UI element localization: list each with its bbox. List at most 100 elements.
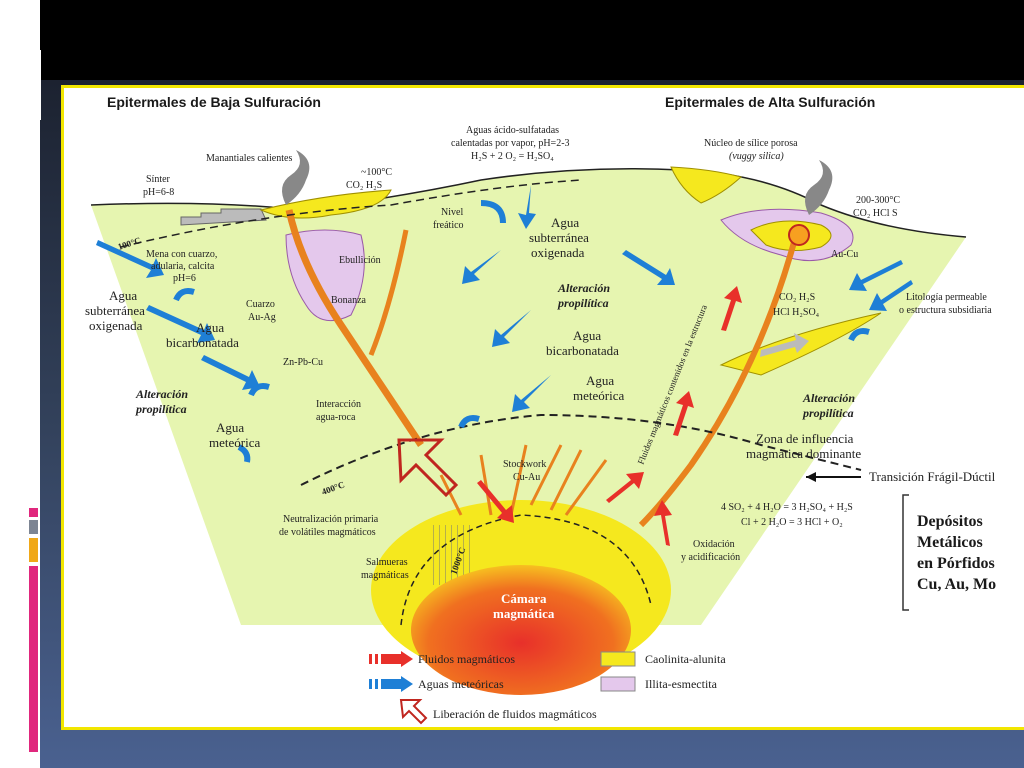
label-agua-sub-left-1: Agua [109, 288, 137, 303]
legend-caolinita-label: Caolinita-alunita [645, 652, 726, 666]
caolinita-zone-left [259, 189, 392, 219]
title-high-sulfidation: Epitermales de Alta Sulfuración [665, 94, 875, 110]
label-transicion: Transición Frágil-Dúctil [869, 469, 996, 484]
label-mena-1: Mena con cuarzo, [146, 249, 217, 260]
slide-logo-bars [22, 50, 42, 120]
label-au-ag: Au-Ag [248, 312, 276, 323]
label-bonanza: Bonanza [331, 295, 367, 306]
label-sinter-ph: pH=6-8 [143, 187, 174, 198]
magma-chamber [411, 565, 631, 695]
label-alt-prop-c-2: propilítica [557, 296, 609, 310]
label-co2-hcl-s: CO₂ HCl S [853, 208, 898, 219]
circulation-arrows [173, 200, 870, 463]
label-nucleo-1: Núcleo de sílice porosa [704, 138, 798, 149]
label-salmueras-1: Salmueras [366, 557, 408, 568]
label-depositos-3: en Pórfidos [917, 555, 995, 572]
label-agua-sub-c-2: subterránea [529, 230, 589, 245]
meteoric-arrows [96, 185, 913, 412]
label-alt-prop-left-1: Alteración [135, 387, 188, 401]
vuggy-silica-core [788, 224, 810, 246]
label-temp-100c-a: ~100°C [361, 167, 392, 178]
label-stockwork-2: Cu-Au [513, 472, 540, 483]
label-eq-1: 4 SO₂ + 4 H₂O = 3 H₂SO₄ + H₂S [721, 502, 853, 513]
label-aguas-acido-3: H₂S + 2 O₂ = H₂SO₄ [471, 151, 554, 162]
label-oxid-1: Oxidación [693, 539, 735, 550]
slide-accent-gray [29, 520, 38, 534]
label-camara-2: magmática [493, 606, 555, 621]
label-camara-1: Cámara [501, 591, 547, 606]
legend-liberacion-swatch [399, 699, 428, 725]
label-oxid-2: y acidificación [681, 552, 740, 563]
stockwork-veins [439, 444, 608, 516]
isotherm-100c [120, 179, 582, 248]
geological-diagram: Epitermales de Baja Sulfuración Epiterma… [85, 94, 996, 725]
label-agua-met-left-1: Agua [216, 420, 244, 435]
label-hcl-h2so4: HCl H₂SO₄ [773, 307, 820, 318]
caolinita-zone-top [670, 166, 743, 204]
label-co2-h2s: CO₂ H₂S [346, 180, 382, 191]
label-neutral-2: de volátiles magmáticos [279, 527, 376, 538]
label-agua-sub-left-3: oxigenada [89, 318, 143, 333]
label-ebullicion: Ebullición [339, 255, 381, 266]
label-mena-2: adularia, calcita [151, 261, 215, 272]
magmatic-arrows [477, 286, 742, 546]
fluid-release-arrow [397, 438, 459, 498]
label-manantiales: Manantiales calientes [206, 153, 292, 164]
transition-pointer-head [806, 472, 816, 482]
vein-left-branch [368, 229, 409, 356]
label-agua-bic-c-2: bicarbonatada [546, 343, 619, 358]
legend-fluidos-label: Fluidos magmáticos [418, 652, 515, 666]
label-zn-pb-cu: Zn-Pb-Cu [283, 357, 323, 368]
vein-left-main [285, 209, 424, 447]
isotherm-1000c [400, 514, 652, 626]
label-cuarzo: Cuarzo [246, 299, 275, 310]
title-low-sulfidation: Epitermales de Baja Sulfuración [107, 94, 321, 110]
legend-aguas-label: Aguas meteóricas [418, 677, 504, 691]
steam-vents [282, 150, 833, 215]
label-eq-2: Cl + 2 H₂O = 3 HCl + O₂ [741, 517, 843, 528]
legend-illita-label: Illita-esmectita [645, 677, 718, 691]
legend-liberacion-label: Liberación de fluidos magmáticos [433, 707, 597, 721]
transition-line [300, 413, 862, 486]
label-agua-met-c-1: Agua [586, 373, 614, 388]
legend-caolinita-swatch [600, 651, 636, 667]
label-alt-prop-left-2: propilítica [135, 402, 187, 416]
label-alt-prop-c-1: Alteración [557, 281, 610, 295]
label-co2-h2s-right: CO₂ H₂S [779, 292, 815, 303]
label-mena-3: pH=6 [173, 273, 196, 284]
label-alt-prop-right-2: propilítica [802, 406, 854, 420]
label-agua-met-c-2: meteórica [573, 388, 624, 403]
label-nivel-2: freático [433, 220, 464, 231]
label-aguas-acido-2: calentadas por vapor, pH=2-3 [451, 138, 570, 149]
slide-accent-pink-1 [29, 508, 38, 517]
label-litologia-2: o estructura subsidiaria [899, 305, 992, 316]
label-temp-200-300: 200-300°C [856, 195, 900, 206]
legend-illita-swatch [600, 676, 636, 692]
label-nucleo-2: (vuggy silica) [729, 151, 784, 162]
label-agua-bic-c-1: Agua [573, 328, 601, 343]
label-aguas-acido-1: Aguas ácido-sulfatadas [466, 125, 559, 136]
label-agua-sub-c-3: oxigenada [531, 245, 585, 260]
label-salmueras-2: magmáticas [361, 570, 409, 581]
legend: Fluidos magmáticos Aguas meteóricas Libe… [369, 651, 726, 725]
slide-accent-pink-2 [29, 566, 38, 752]
ground-surface [90, 168, 967, 238]
label-alt-prop-right-1: Alteración [802, 391, 855, 405]
label-litologia-1: Litología permeable [906, 292, 987, 303]
label-agua-sub-c-1: Agua [551, 215, 579, 230]
label-interaccion-1: Interacción [316, 399, 361, 410]
label-au-cu: Au-Cu [831, 249, 858, 260]
legend-fluidos-swatch [369, 651, 413, 667]
label-stockwork-1: Stockwork [503, 459, 546, 470]
label-nivel-1: Nivel [441, 207, 463, 218]
lateral-flow-arrow [760, 333, 809, 357]
label-zona-1: Zona de influencia [756, 431, 854, 446]
label-agua-met-left-2: meteórica [209, 435, 260, 450]
label-depositos-2: Metálicos [917, 534, 983, 551]
depositos-bracket [902, 494, 909, 611]
slide-accent-orange [29, 538, 38, 562]
label-depositos-1: Depósitos [917, 513, 983, 530]
label-agua-sub-left-2: subterránea [85, 303, 145, 318]
label-agua-bic-left-2: bicarbonatada [166, 335, 239, 350]
label-agua-bic-left-1: Agua [196, 320, 224, 335]
